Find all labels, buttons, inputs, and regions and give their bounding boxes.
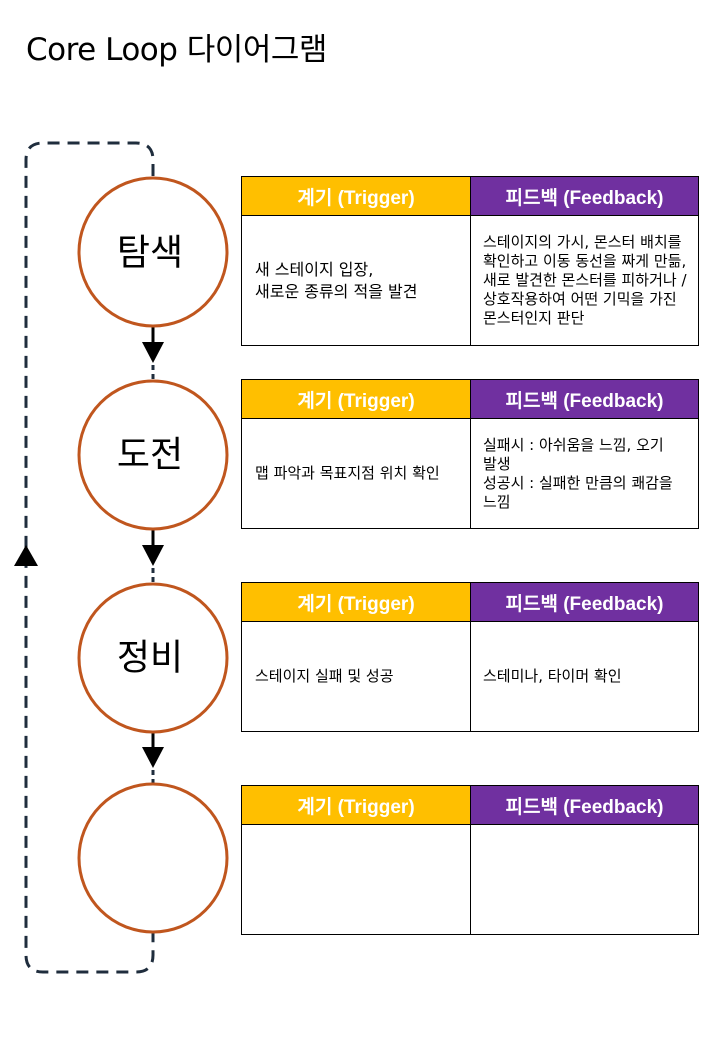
stage-label: 도전	[117, 435, 183, 476]
stage-circle-empty	[77, 782, 229, 934]
trigger-text: 맵 파악과 목표지점 위치 확인	[255, 464, 440, 482]
trigger-header: 계기 (Trigger)	[241, 785, 471, 825]
trigger-text: 스테이지 실패 및 성공	[255, 667, 394, 685]
connector-1	[142, 327, 164, 379]
stage-table-explore: 계기 (Trigger) 피드백 (Feedback) 새 스테이지 입장, 새…	[241, 176, 699, 346]
down-arrow-icon	[142, 342, 164, 363]
feedback-header: 피드백 (Feedback)	[470, 785, 699, 825]
feedback-cell: 스테미나, 타이머 확인	[470, 621, 699, 732]
stage-circle-maintain: 정비	[77, 582, 229, 734]
connector-3	[142, 733, 164, 784]
down-arrow-icon	[142, 747, 164, 768]
feedback-header: 피드백 (Feedback)	[470, 379, 699, 419]
feedback-text: 스테미나, 타이머 확인	[483, 667, 622, 685]
feedback-text: 실패시 : 아쉬움을 느낌, 오기 발생 성공시 : 실패한 만큼의 쾌감을 느…	[483, 435, 673, 511]
connector-2	[142, 530, 164, 582]
trigger-header: 계기 (Trigger)	[241, 379, 471, 419]
stage-table-maintain: 계기 (Trigger) 피드백 (Feedback) 스테이지 실패 및 성공…	[241, 582, 699, 732]
feedback-text: 스테이지의 가시, 몬스터 배치를 확인하고 이동 동선을 짜게 만듦, 새로 …	[483, 233, 687, 327]
stage-label: 탐색	[117, 233, 183, 274]
feedback-cell: 스테이지의 가시, 몬스터 배치를 확인하고 이동 동선을 짜게 만듦, 새로 …	[470, 215, 699, 346]
loop-back-arrow-icon	[14, 545, 38, 566]
stage-label: 정비	[117, 638, 183, 679]
page-title: Core Loop 다이어그램	[26, 32, 327, 68]
trigger-text: 새 스테이지 입장, 새로운 종류의 적을 발견	[255, 259, 418, 301]
feedback-header: 피드백 (Feedback)	[470, 176, 699, 216]
trigger-cell: 스테이지 실패 및 성공	[241, 621, 471, 732]
feedback-cell	[470, 824, 699, 935]
trigger-cell: 새 스테이지 입장, 새로운 종류의 적을 발견	[241, 215, 471, 346]
trigger-cell	[241, 824, 471, 935]
stage-table-challenge: 계기 (Trigger) 피드백 (Feedback) 맵 파악과 목표지점 위…	[241, 379, 699, 529]
trigger-header: 계기 (Trigger)	[241, 582, 471, 622]
trigger-cell: 맵 파악과 목표지점 위치 확인	[241, 418, 471, 529]
feedback-cell: 실패시 : 아쉬움을 느낌, 오기 발생 성공시 : 실패한 만큼의 쾌감을 느…	[470, 418, 699, 529]
stage-table-empty: 계기 (Trigger) 피드백 (Feedback)	[241, 785, 699, 935]
stage-circle-challenge: 도전	[77, 379, 229, 531]
feedback-header: 피드백 (Feedback)	[470, 582, 699, 622]
trigger-header: 계기 (Trigger)	[241, 176, 471, 216]
stage-circle-explore: 탐색	[77, 176, 229, 328]
down-arrow-icon	[142, 545, 164, 566]
